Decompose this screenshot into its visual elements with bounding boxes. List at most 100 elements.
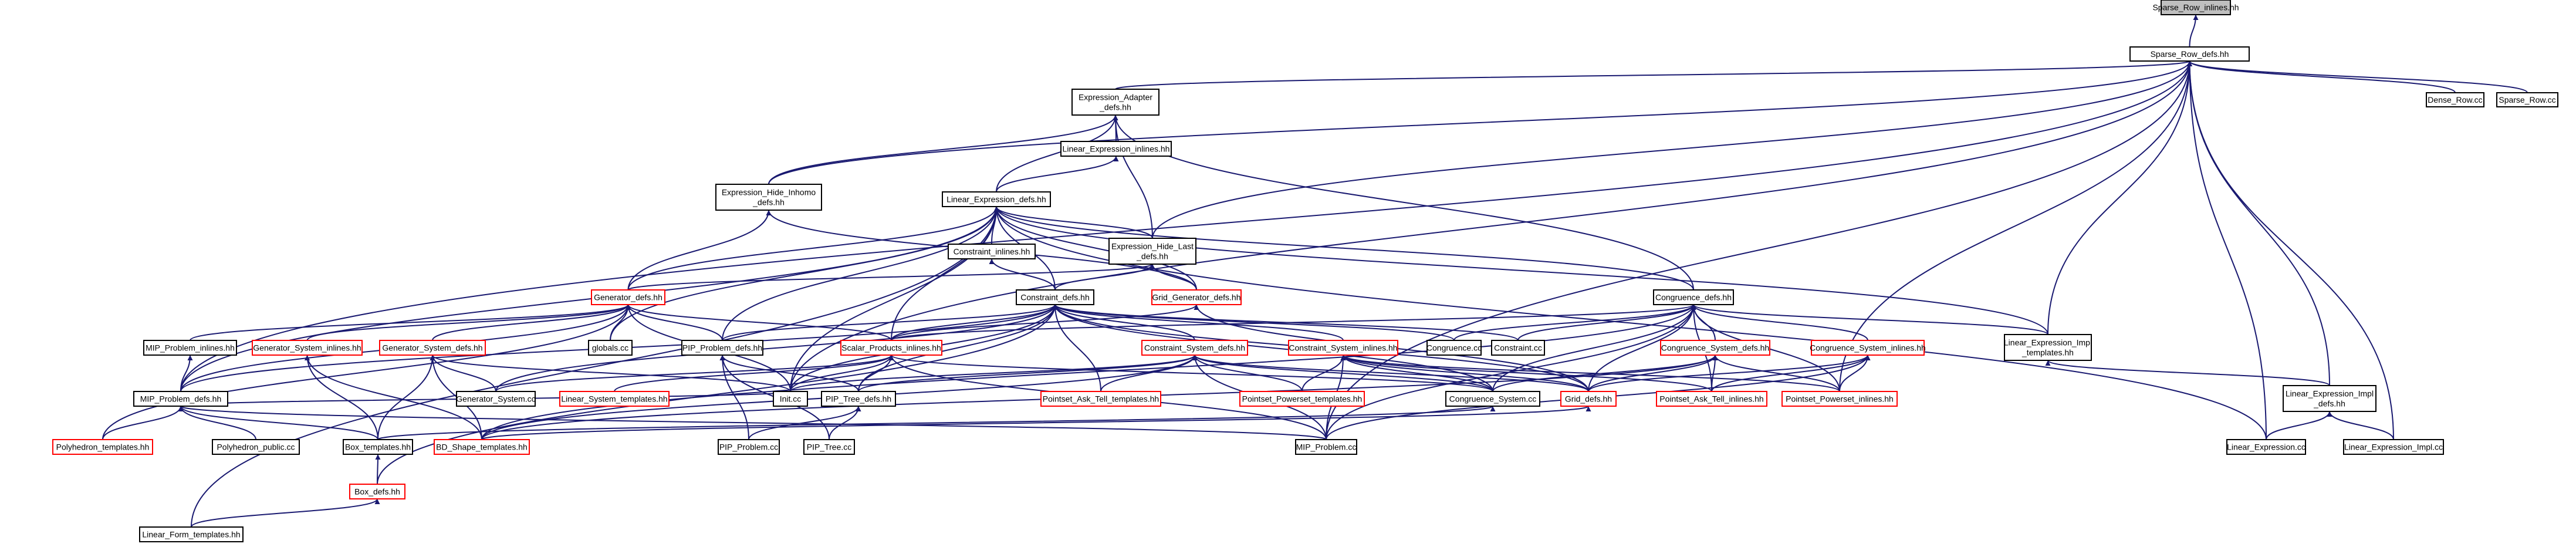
dependency-edge [481, 406, 1591, 440]
node-expr-hide-inhomo[interactable]: Expression_Hide_Inhomo_defs.hh [715, 184, 822, 211]
node-grid-defs[interactable]: Grid_defs.hh [1560, 391, 1617, 407]
node-mip-problem-defs[interactable]: MIP_Problem_defs.hh [133, 391, 228, 407]
node-generator-system-inlines[interactable]: Generator_System_inlines.hh [252, 340, 363, 356]
node-mip-problem-inlines[interactable]: MIP_Problem_inlines.hh [143, 340, 237, 356]
dependency-edge [1115, 60, 2192, 90]
node-box [143, 340, 237, 356]
dependency-edge [1453, 304, 1696, 341]
node-pointset-ask-tell-inlines[interactable]: Pointset_Ask_Tell_inlines.hh [1656, 391, 1767, 407]
node-linear-expression-cc[interactable]: Linear_Expression.cc [2226, 439, 2306, 455]
node-congruence-defs[interactable]: Congruence_defs.hh [1653, 289, 1734, 305]
node-box [840, 340, 942, 356]
node-scalar-products-inlines[interactable]: Scalar_Products_inlines.hh [840, 340, 942, 356]
node-layer: Sparse_Row_inlines.hhSparse_Row_defs.hhD… [52, 0, 2558, 542]
dependency-edge [829, 406, 861, 440]
node-pointset-powerset-inlines[interactable]: Pointset_Powerset_inlines.hh [1781, 391, 1898, 407]
dependency-edge [626, 304, 723, 341]
node-generator-system-defs[interactable]: Generator_System_defs.hh [379, 340, 486, 356]
node-generator-defs[interactable]: Generator_defs.hh [591, 289, 665, 305]
node-pip-tree-cc[interactable]: PIP_Tree.cc [803, 439, 855, 455]
dependency-edge [1152, 60, 2192, 239]
node-linear-system-templates[interactable]: Linear_System_templates.hh [559, 391, 670, 407]
node-expr-hide-last[interactable]: Expression_Hide_Last_defs.hh [1108, 238, 1196, 265]
node-pip-problem-cc[interactable]: PIP_Problem.cc [718, 439, 780, 455]
node-box-defs[interactable]: Box_defs.hh [349, 484, 405, 499]
node-dense-row-cc[interactable]: Dense_Row.cc [2426, 92, 2484, 107]
node-linear-form-templates[interactable]: Linear_Form_templates.hh [139, 526, 244, 542]
node-congruence-system-inlines[interactable]: Congruence_System_inlines.hh [1810, 340, 1926, 356]
node-box [1141, 340, 1248, 356]
dependency-edge [2187, 60, 2394, 440]
node-pointset-powerset-templates[interactable]: Pointset_Powerset_templates.hh [1239, 391, 1365, 407]
node-lin-expr-impl-templates[interactable]: Linear_Expression_Impl_templates.hh [2004, 334, 2092, 361]
node-box [456, 391, 536, 407]
dependency-edge [1588, 354, 1718, 392]
dependency-edge [377, 406, 1495, 440]
node-constraint-system-inlines[interactable]: Constraint_System_inlines.hh [1288, 340, 1398, 356]
dependency-edge [891, 304, 1058, 341]
node-box [1239, 391, 1365, 407]
node-linear-expression-impl-cc[interactable]: Linear_Expression_Impl.cc [2343, 439, 2444, 455]
node-box [2283, 385, 2376, 412]
node-box [1656, 391, 1767, 407]
dependency-edge [2187, 60, 2528, 93]
dependency-edge [858, 304, 1058, 392]
node-label: PIP_Tree.cc [807, 443, 852, 452]
node-label: Sparse_Row_defs.hh [2151, 49, 2229, 59]
node-congruence-system-cc[interactable]: Congruence_System.cc [1445, 391, 1540, 407]
node-expr-adapter-defs[interactable]: Expression_Adapter_defs.hh [1071, 89, 1159, 116]
dependency-edge [1052, 304, 1195, 341]
node-pip-problem-defs[interactable]: PIP_Problem_defs.hh [681, 340, 763, 356]
dependency-edge [1113, 114, 1153, 239]
dependency-edge [1712, 354, 1840, 392]
node-bd-shape-templates[interactable]: BD_Shape_templates.hh [434, 439, 530, 455]
node-init-cc[interactable]: Init.cc [773, 391, 808, 407]
node-generator-system-cc[interactable]: Generator_System.cc [456, 391, 536, 407]
node-lin-expr-defs[interactable]: Linear_Expression_defs.hh [942, 191, 1051, 207]
node-congruence-system-defs[interactable]: Congruence_System_defs.hh [1660, 340, 1770, 356]
node-lin-expr-inlines[interactable]: Linear_Expression_inlines.hh [1060, 141, 1172, 157]
node-congruence-cc[interactable]: Congruence.cc [1426, 340, 1482, 356]
node-constraint-inlines[interactable]: Constraint_inlines.hh [948, 244, 1036, 259]
node-polyhedron-public-cc[interactable]: Polyhedron_public.cc [212, 439, 300, 455]
node-label: _defs.hh [1136, 252, 1168, 261]
node-globals-cc[interactable]: globals.cc [588, 340, 633, 356]
dependency-edge [790, 354, 1198, 392]
node-box [1781, 391, 1898, 407]
node-pointset-ask-tell-templates[interactable]: Pointset_Ask_Tell_templates.hh [1040, 391, 1161, 407]
node-constraint-defs[interactable]: Constraint_defs.hh [1016, 289, 1094, 305]
edge-layer [102, 14, 2528, 528]
node-constraint-cc[interactable]: Constraint.cc [1491, 340, 1545, 356]
dependency-edge [722, 206, 999, 341]
node-sparse-row-defs[interactable]: Sparse_Row_defs.hh [2129, 46, 2250, 62]
node-label: Pointset_Powerset_inlines.hh [1786, 394, 1894, 404]
node-box [803, 439, 855, 455]
node-grid-generator-defs[interactable]: Grid_Generator_defs.hh [1151, 289, 1242, 305]
node-polyhedron-templates[interactable]: Polyhedron_templates.hh [52, 439, 153, 455]
node-label: Congruence_System_defs.hh [1661, 343, 1769, 353]
node-mip-problem-cc[interactable]: MIP_Problem.cc [1295, 439, 1357, 455]
node-label: Linear_Expression_defs.hh [946, 195, 1046, 204]
node-sparse-row-cc[interactable]: Sparse_Row.cc [2496, 92, 2558, 107]
dependency-edge [748, 406, 861, 440]
node-lin-expr-impl-defs[interactable]: Linear_Expression_Impl_defs.hh [2283, 385, 2376, 412]
node-constraint-system-defs[interactable]: Constraint_System_defs.hh [1141, 340, 1248, 356]
node-label: PIP_Tree_defs.hh [826, 394, 891, 404]
node-label: Linear_Form_templates.hh [142, 530, 240, 539]
dependency-edge [1192, 354, 1493, 392]
dependency-edge [790, 354, 894, 392]
dependency-edge [430, 354, 791, 392]
dependency-edge [1052, 304, 1101, 392]
node-label: Constraint_System_defs.hh [1144, 343, 1245, 353]
node-label: Box_templates.hh [345, 443, 411, 452]
node-box-templates[interactable]: Box_templates.hh [343, 439, 413, 455]
node-label: Linear_Expression_Impl [2286, 389, 2374, 399]
dependency-edge [989, 258, 1056, 291]
dependency-edge [1301, 354, 1346, 392]
dependency-edge [1839, 60, 2192, 392]
node-pip-tree-defs[interactable]: PIP_Tree_defs.hh [821, 391, 896, 407]
node-box [2129, 46, 2250, 62]
dependency-edge [993, 206, 1153, 239]
node-box [2426, 92, 2484, 107]
